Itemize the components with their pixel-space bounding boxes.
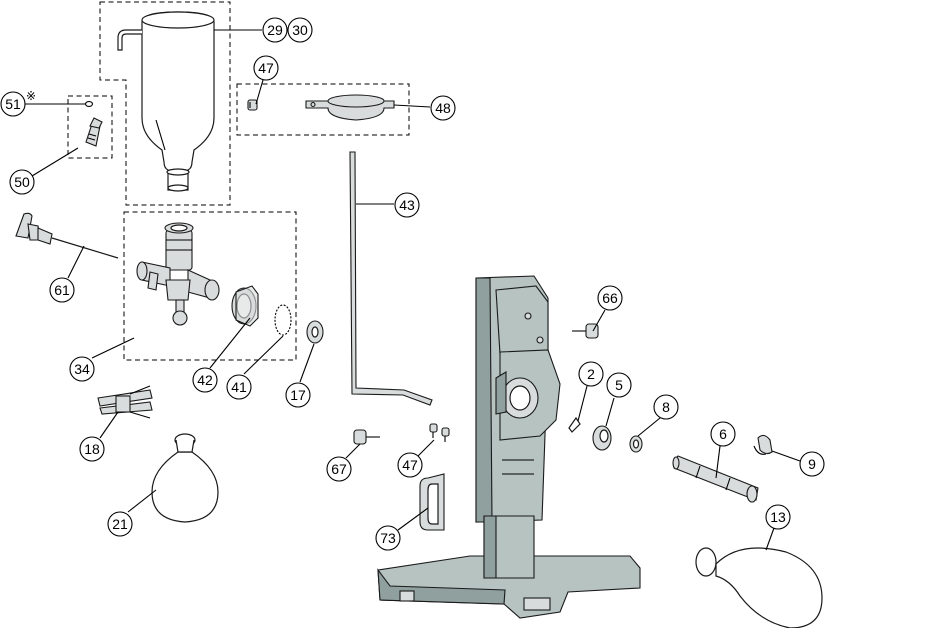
svg-text:2: 2 xyxy=(587,366,595,382)
callout-2: 2 xyxy=(578,361,604,387)
svg-text:43: 43 xyxy=(399,197,415,213)
valve-assembly-part xyxy=(136,222,220,326)
gasket-part xyxy=(568,416,581,433)
callout-51-asterisk: ※ xyxy=(26,89,36,103)
ring-nut-part xyxy=(231,285,259,327)
main-stand-body xyxy=(377,275,641,619)
o-ring-part xyxy=(274,304,292,336)
svg-text:29: 29 xyxy=(267,22,283,38)
callout-30: 30 xyxy=(287,17,313,43)
callout-41: 41 xyxy=(226,374,252,400)
callout-51: 51 xyxy=(0,91,26,117)
svg-text:9: 9 xyxy=(808,456,816,472)
callout-43: 43 xyxy=(394,192,420,218)
callout-66: 66 xyxy=(597,285,623,311)
handle-part xyxy=(419,473,445,531)
svg-text:73: 73 xyxy=(380,530,396,546)
svg-text:41: 41 xyxy=(231,379,247,395)
callout-48: 48 xyxy=(430,95,456,121)
knob-bolt-part xyxy=(353,429,380,445)
callout-47-top: 47 xyxy=(253,55,279,81)
callout-13: 13 xyxy=(765,504,791,530)
shaft-part xyxy=(672,455,759,503)
reservoir-flask-part xyxy=(117,11,215,192)
svg-text:21: 21 xyxy=(112,516,128,532)
svg-text:6: 6 xyxy=(719,426,727,442)
callout-6: 6 xyxy=(710,421,736,447)
round-bottom-flask-part xyxy=(151,433,219,523)
callout-21: 21 xyxy=(107,511,133,537)
callout-17: 17 xyxy=(285,382,311,408)
svg-text:34: 34 xyxy=(74,361,90,377)
knob-screw-part xyxy=(572,323,599,339)
svg-text:48: 48 xyxy=(435,100,451,116)
screws-pair-part xyxy=(429,423,450,442)
svg-text:17: 17 xyxy=(290,387,306,403)
svg-text:13: 13 xyxy=(770,509,786,525)
needle-pipette-part xyxy=(15,212,119,259)
callout-47-bottom: 47 xyxy=(397,452,423,478)
callout-5: 5 xyxy=(606,372,632,398)
svg-text:66: 66 xyxy=(602,290,618,306)
svg-text:61: 61 xyxy=(54,282,70,298)
svg-text:50: 50 xyxy=(14,174,30,190)
svg-text:47: 47 xyxy=(402,457,418,473)
svg-text:42: 42 xyxy=(197,372,213,388)
clamp-band-part xyxy=(305,94,395,121)
clip-part xyxy=(753,434,773,455)
callout-29: 29 xyxy=(262,17,288,43)
callout-67: 67 xyxy=(326,456,352,482)
leader-lines xyxy=(25,29,801,551)
svg-text:5: 5 xyxy=(615,377,623,393)
svg-text:51: 51 xyxy=(5,96,21,112)
pear-flask-part xyxy=(695,547,823,628)
spring-clamp-part xyxy=(97,385,153,419)
rod-part xyxy=(349,151,433,406)
svg-text:18: 18 xyxy=(84,441,100,457)
seal-part xyxy=(592,425,612,451)
callout-61: 61 xyxy=(49,277,75,303)
o-ring-small-part xyxy=(84,100,94,108)
svg-text:67: 67 xyxy=(331,461,347,477)
svg-text:47: 47 xyxy=(258,60,274,76)
washer-part xyxy=(306,320,324,344)
callout-18: 18 xyxy=(79,436,105,462)
elbow-fitting-part xyxy=(85,117,103,147)
dashed-group-boxes xyxy=(67,1,410,361)
svg-text:8: 8 xyxy=(662,399,670,415)
callout-73: 73 xyxy=(375,525,401,551)
small-ring-part xyxy=(629,435,643,453)
callout-50: 50 xyxy=(9,169,35,195)
callout-42: 42 xyxy=(192,367,218,393)
small-screw-part xyxy=(247,99,258,111)
callout-9: 9 xyxy=(799,451,825,477)
callout-8: 8 xyxy=(653,394,679,420)
callout-34: 34 xyxy=(69,356,95,382)
svg-text:30: 30 xyxy=(292,22,308,38)
